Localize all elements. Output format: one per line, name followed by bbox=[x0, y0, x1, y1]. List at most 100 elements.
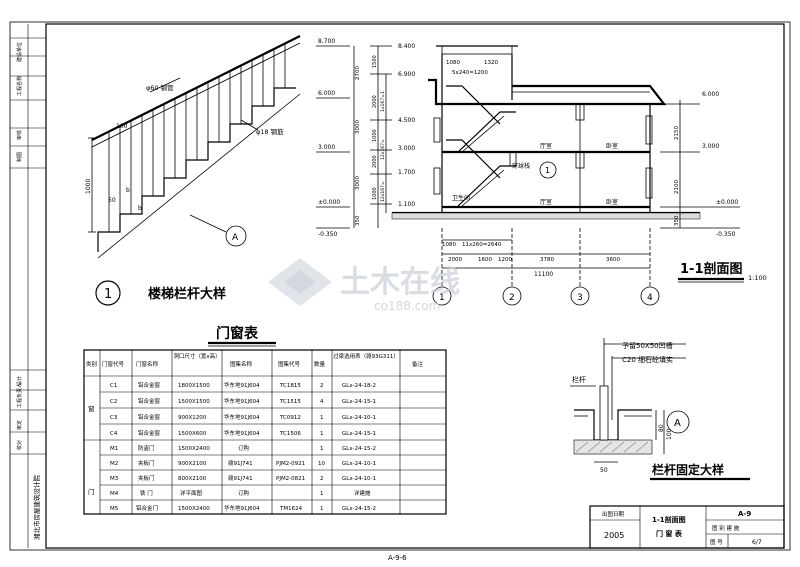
elev-right-0000: ±0.000 bbox=[716, 199, 738, 206]
cell: 订购 bbox=[238, 444, 250, 452]
elev-4500: 4.500 bbox=[398, 117, 415, 124]
detail-index-circle bbox=[95, 280, 121, 306]
bottom-dim-2: 11x260=2640 bbox=[462, 242, 502, 248]
top-dim-3: 5x240=1200 bbox=[452, 70, 488, 76]
cell: 2 bbox=[320, 383, 324, 389]
bottom-dim-4: 1600 bbox=[478, 257, 492, 263]
strip-label-4: 制图 bbox=[16, 152, 23, 162]
cell: 赣91J741 bbox=[228, 474, 253, 482]
th-name: 门窗名称 bbox=[136, 360, 159, 368]
dim-b2: b bbox=[138, 205, 142, 212]
balusters bbox=[108, 43, 286, 232]
tb-drawing-name-1: 1-1剖面图 bbox=[652, 515, 686, 524]
dim-1000: 1000 bbox=[85, 179, 92, 194]
dim-left-1: 2700 bbox=[355, 66, 361, 80]
elev-3000b: 3.000 bbox=[398, 145, 415, 152]
cell: GLx-24-10-1 bbox=[342, 476, 376, 482]
cell: M4 bbox=[110, 491, 119, 497]
axis-3: 3 bbox=[577, 293, 583, 303]
label-handrail: φ60 钢管 bbox=[146, 83, 174, 92]
table-row: M5 铝合金门 1500X2400 华东地91J604 TM1624 1 GLx… bbox=[110, 504, 376, 512]
cell: 900X2100 bbox=[178, 461, 207, 467]
cell: 1500X2400 bbox=[178, 446, 210, 452]
strip-label-5: 设计 bbox=[16, 376, 23, 386]
cell: TC1506 bbox=[279, 431, 301, 437]
elev-right-6000: 6.000 bbox=[702, 91, 719, 98]
institute-name: 湘北市房屋建筑设计院 bbox=[32, 475, 41, 541]
dim-50: 50 bbox=[108, 197, 116, 204]
dim-left-3: 3000 bbox=[355, 176, 361, 190]
anchor-note-2: C20 细石砼填实 bbox=[622, 355, 673, 364]
cell: 1 bbox=[320, 446, 324, 452]
table-row: M2 夹板门 900X2100 赣91J741 PJM2-0921 10 GLx… bbox=[110, 459, 376, 467]
dim-right-3: 350 bbox=[674, 215, 680, 226]
cell: 夹板门 bbox=[138, 474, 155, 482]
anchor-title: 栏杆固定大样 bbox=[652, 462, 724, 477]
th-qty: 数量 bbox=[314, 360, 326, 368]
cell: 订购 bbox=[238, 489, 250, 497]
elev-8700: 8.700 bbox=[318, 38, 335, 45]
bottom-dim-3: 2000 bbox=[448, 257, 462, 263]
anchor-note-1: 予留50X50凹槽 bbox=[622, 341, 673, 350]
axis-4: 4 bbox=[647, 293, 653, 303]
cell: 华东地91J604 bbox=[224, 429, 260, 437]
cell: 1 bbox=[320, 491, 324, 497]
cell: 防盗门 bbox=[138, 444, 155, 452]
cell: GLx-24-15-2 bbox=[342, 506, 376, 512]
dim-mid-1: 1500 bbox=[372, 55, 378, 68]
elev-1100: 1.100 bbox=[398, 201, 415, 208]
elev-0000: ±0.000 bbox=[318, 199, 340, 206]
elev-6900: 6.900 bbox=[398, 71, 415, 78]
table-header: 类别 门窗代号 门窗名称 洞口尺寸（宽x高） 图集名称 图集代号 数量 过梁选用… bbox=[86, 354, 424, 368]
cell: 华东地91J604 bbox=[224, 504, 260, 512]
cell: 铝合金窗 bbox=[138, 397, 161, 405]
cell: 1500X1500 bbox=[178, 399, 210, 405]
dim-b: b bbox=[126, 187, 130, 194]
watermark: 土木在线 co188.com bbox=[268, 258, 460, 313]
elev-right-3000: 3.000 bbox=[702, 143, 719, 150]
table-row: C1 铝合金窗 1800X1500 华东地91J604 TC1815 2 GLx… bbox=[110, 381, 376, 389]
top-dim-2: 1320 bbox=[484, 60, 498, 66]
th-category: 类别 bbox=[86, 360, 97, 368]
building-section bbox=[391, 45, 701, 220]
cell: 800X2100 bbox=[178, 476, 207, 482]
cell: C2 bbox=[110, 399, 117, 405]
cell: 夹板门 bbox=[138, 459, 155, 467]
anchor-detail: 予留50X50凹槽 C20 细石砼填实 栏杆 50 80 100 A 栏杆固定大… bbox=[570, 338, 750, 481]
stair-slab bbox=[97, 93, 301, 259]
bottom-dim-6: 3780 bbox=[540, 257, 554, 263]
cell: 华东地91J604 bbox=[224, 381, 260, 389]
elev-right-n350: -0.350 bbox=[716, 231, 736, 238]
railing-detail: 1000 100 50 b b φ60 钢管 φ18 钢筋 A 1 楼梯栏杆大样 bbox=[85, 35, 301, 306]
th-code: 门窗代号 bbox=[102, 360, 125, 368]
top-dim-1: 1080 bbox=[446, 60, 460, 66]
th-atlas: 图集名称 bbox=[230, 360, 253, 368]
cell: 1500X600 bbox=[178, 431, 207, 437]
cell: 华东地91J604 bbox=[224, 413, 260, 421]
railing-detail-title: 楼梯栏杆大样 bbox=[148, 286, 226, 302]
cell: M2 bbox=[110, 461, 118, 467]
bottom-dims: 1080 11x260=2640 2000 1600 1200 3780 360… bbox=[442, 239, 650, 278]
room-label-1: 厅室 bbox=[540, 142, 552, 150]
stair-dim-2: 12x167= bbox=[380, 181, 386, 202]
left-elevations: 8.700 6.000 3.000 ±0.000 -0.350 2700 300… bbox=[316, 38, 361, 238]
table-rows: C1 铝合金窗 1800X1500 华东地91J604 TC1815 2 GLx… bbox=[110, 381, 376, 512]
section-scale: 1:100 bbox=[748, 274, 767, 282]
dim-mid-3: 1000 bbox=[372, 129, 378, 142]
cell: C3 bbox=[110, 415, 118, 421]
tb-type: 图 别 建 施 bbox=[712, 524, 740, 532]
cell: GLx-24-10-1 bbox=[342, 415, 376, 421]
detail-index: 1 bbox=[104, 287, 112, 302]
cell: 铝合金窗 bbox=[138, 429, 161, 437]
stair-dim-3: 1x167=1 bbox=[380, 91, 386, 112]
cell: GLx-24-15-1 bbox=[342, 399, 376, 405]
cell: 华东地91J604 bbox=[224, 397, 260, 405]
elev-8400: 8.400 bbox=[398, 43, 415, 50]
strip-label-7: 审定 bbox=[16, 420, 23, 430]
strip-label-8: 校对 bbox=[16, 440, 23, 450]
table-row: C3 铝合金窗 900X1200 华东地91J604 TC0912 1 GLx-… bbox=[110, 413, 376, 421]
cell: TC1515 bbox=[279, 399, 301, 405]
elev-3000: 3.000 bbox=[318, 144, 335, 151]
dim-right-2: 2100 bbox=[674, 180, 680, 194]
table-title: 门窗表 bbox=[216, 325, 259, 342]
